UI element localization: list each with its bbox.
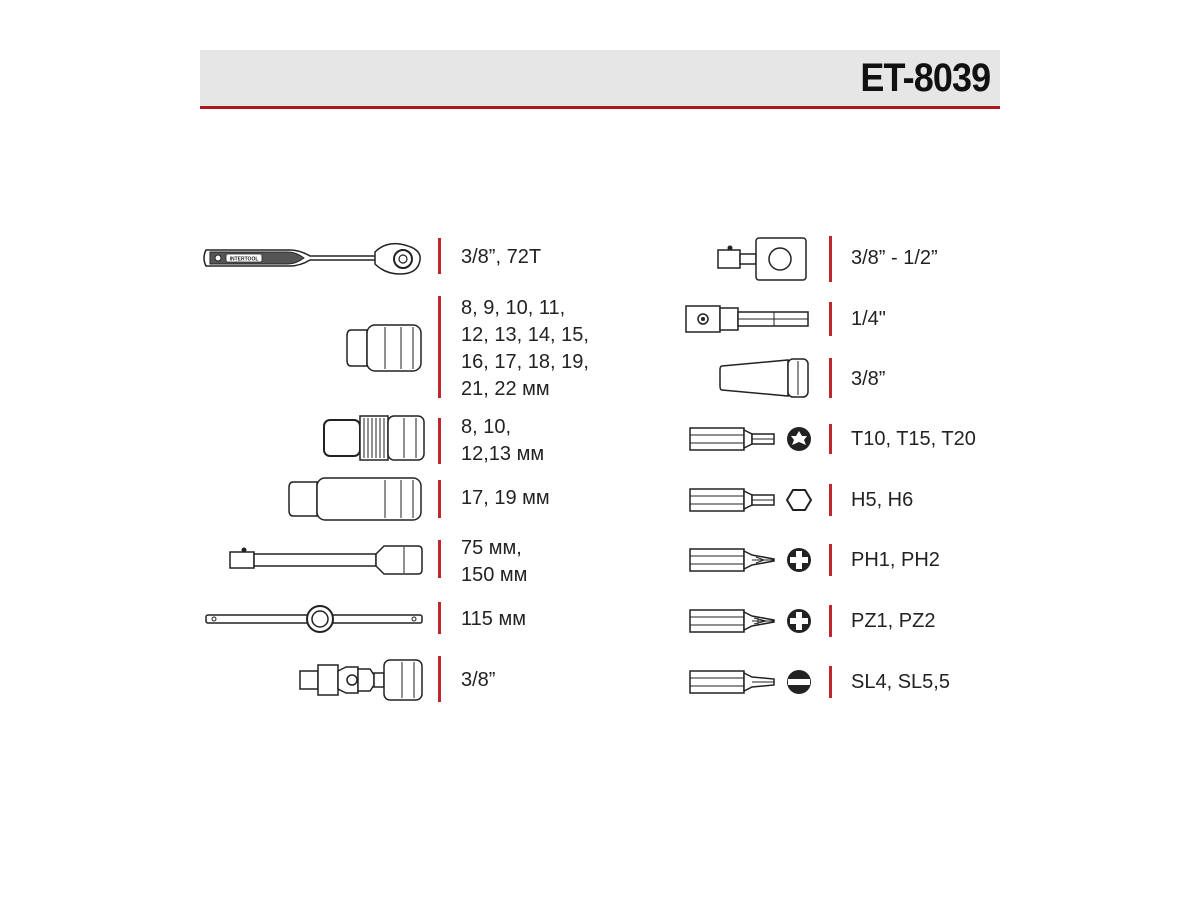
label-line: 21, 22 мм [461, 378, 550, 400]
label-line: 75 мм, [461, 537, 522, 559]
slotted-bit-label: SL4, SL5,5 [851, 669, 950, 696]
bit-holder-adapter-icon [684, 302, 812, 341]
bit-socket-icon [718, 356, 812, 405]
t-handle-bar-label: 115 мм [461, 606, 526, 633]
extension-bar-icon [228, 540, 424, 585]
label-line: 12, 13, 14, 15, [461, 324, 589, 346]
label-line: PZ1, PZ2 [851, 610, 936, 632]
label-line: 8, 9, 10, 11, [461, 297, 566, 319]
label-line: 12,13 мм [461, 443, 545, 465]
divider [829, 605, 832, 637]
knurled-socket-icon [322, 414, 428, 467]
label-line: 8, 10, [461, 416, 512, 438]
divider [438, 602, 441, 634]
divider [829, 358, 832, 398]
divider [438, 540, 441, 578]
label-line: 3/8” [461, 669, 496, 691]
bit-holder-adapter-label: 1/4" [851, 306, 886, 333]
adapter-label: 3/8” - 1/2” [851, 245, 938, 272]
divider [829, 544, 832, 576]
phillips-bit-icon [688, 545, 814, 580]
short-socket-icon [345, 322, 427, 379]
divider [438, 656, 441, 702]
hex-bit-label: H5, H6 [851, 487, 913, 514]
t-handle-bar-icon [204, 602, 426, 641]
divider [438, 238, 441, 274]
label-line: 3/8”, 72T [461, 246, 542, 268]
divider [829, 236, 832, 282]
deep-socket-icon [287, 476, 427, 527]
deep-socket-label: 17, 19 мм [461, 485, 550, 512]
label-line: 16, 17, 18, 19, [461, 351, 589, 373]
adapter-icon [716, 236, 810, 287]
bit-socket-label: 3/8” [851, 366, 885, 393]
model-title: ET-8039 [860, 56, 991, 100]
label-line: 115 мм [461, 608, 526, 630]
universal-joint-icon [298, 657, 426, 708]
label-line: PH1, PH2 [851, 549, 940, 571]
divider [829, 302, 832, 336]
universal-joint-label: 3/8” [461, 667, 495, 694]
pozidriv-bit-icon [688, 606, 814, 641]
label-line: 17, 19 мм [461, 487, 550, 509]
torx-bit-label: T10, T15, T20 [851, 426, 976, 453]
ratchet-icon: INTERTOOL [200, 240, 425, 281]
divider [438, 480, 441, 518]
short-socket-label: 8, 9, 10, 11, 12, 13, 14, 15, 16, 17, 18… [461, 295, 589, 403]
label-line: H5, H6 [851, 489, 914, 511]
divider [438, 296, 441, 398]
slotted-bit-icon [688, 667, 814, 702]
label-line: 150 мм [461, 564, 528, 586]
pozidriv-bit-label: PZ1, PZ2 [851, 608, 935, 635]
label-line: 1/4" [851, 308, 886, 330]
divider [829, 666, 832, 698]
header-bar: ET-8039 [200, 50, 1000, 109]
divider [438, 418, 441, 464]
hex-bit-icon [688, 485, 814, 520]
divider [829, 424, 832, 454]
knurled-socket-label: 8, 10, 12,13 мм [461, 414, 544, 468]
ratchet-label: 3/8”, 72T [461, 244, 541, 271]
phillips-bit-label: PH1, PH2 [851, 547, 940, 574]
label-line: 3/8” [851, 368, 886, 390]
extension-bar-label: 75 мм, 150 мм [461, 535, 527, 589]
brand-mark: INTERTOOL [230, 257, 259, 263]
divider [829, 484, 832, 516]
label-line: T10, T15, T20 [851, 428, 976, 450]
torx-bit-icon [688, 424, 814, 459]
label-line: 3/8” - 1/2” [851, 247, 938, 269]
label-line: SL4, SL5,5 [851, 671, 950, 693]
